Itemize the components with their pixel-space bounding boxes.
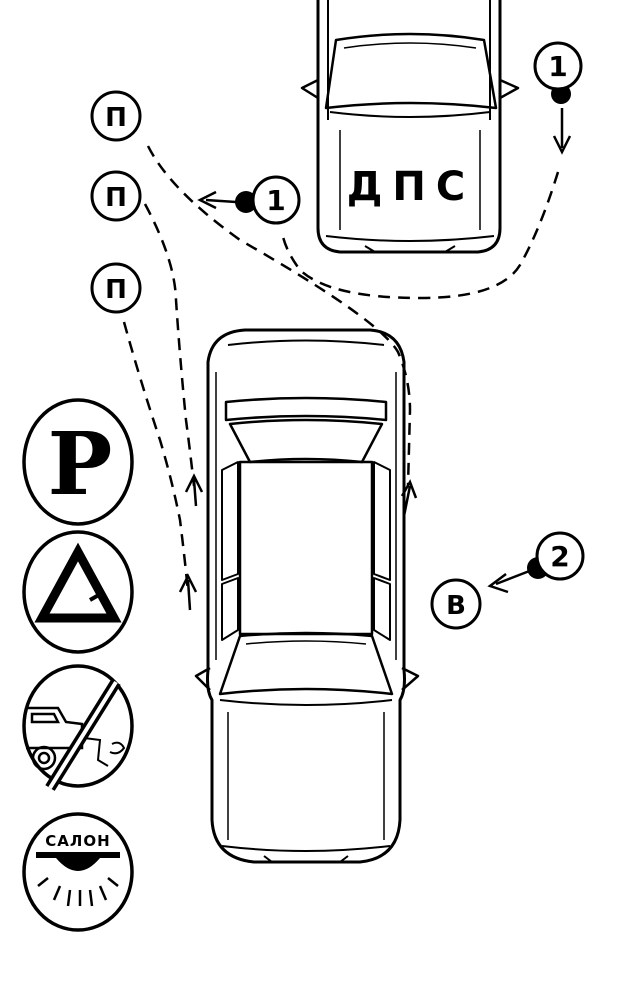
salon-light-sign: САЛОН xyxy=(22,812,134,932)
marker-p2: П xyxy=(90,170,142,222)
parking-sign: P xyxy=(22,398,134,526)
officer-1-top-badge xyxy=(533,41,583,91)
salon-label: САЛОН xyxy=(45,832,110,850)
warning-triangle-icon xyxy=(34,542,122,623)
svg-text:П: П xyxy=(105,183,127,213)
police-car: ДПС xyxy=(300,0,520,254)
arrow-officer2 xyxy=(487,568,533,594)
arrow-p3-up xyxy=(178,573,198,611)
svg-text:2: 2 xyxy=(550,540,569,573)
arrow-officer1-down xyxy=(552,108,572,155)
police-car-label: ДПС xyxy=(347,164,475,210)
svg-text:П: П xyxy=(105,103,127,133)
no-towing-sign xyxy=(22,664,134,791)
stopped-car xyxy=(194,328,420,864)
arrow-p1-up xyxy=(400,479,418,517)
warning-triangle-sign xyxy=(22,530,134,654)
arrow-heads xyxy=(178,108,572,611)
car-icon xyxy=(26,706,126,771)
officer-1-mid: 1 xyxy=(235,175,301,225)
svg-text:П: П xyxy=(105,275,127,305)
officer-1-mid-badge xyxy=(251,175,301,225)
marker-p3: П xyxy=(90,262,142,314)
svg-text:В: В xyxy=(446,591,466,621)
path-p3 xyxy=(122,321,190,593)
arrow-p2-up xyxy=(184,473,204,507)
officer-2-badge xyxy=(535,531,585,581)
arrow-officer1-left xyxy=(197,190,237,210)
svg-text:1: 1 xyxy=(548,50,567,83)
marker-v: В xyxy=(430,578,482,630)
path-p1 xyxy=(146,145,412,487)
path-officer1-main xyxy=(280,171,560,300)
officer-1-top: 1 xyxy=(533,41,583,104)
movement-paths xyxy=(122,145,560,593)
marker-p1: П xyxy=(90,90,142,142)
path-p2 xyxy=(143,203,196,487)
parking-sign-letter: P xyxy=(48,414,113,515)
lamp-icon xyxy=(56,858,100,871)
officer-2: 2 xyxy=(527,531,585,581)
svg-text:1: 1 xyxy=(266,184,285,217)
